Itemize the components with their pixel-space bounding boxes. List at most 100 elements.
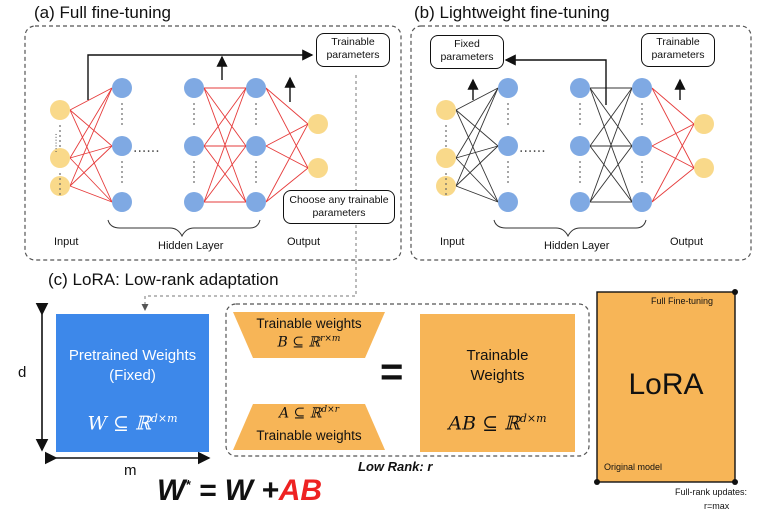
net-b-ellipsis-dot — [641, 166, 643, 168]
net-a-ellipsis-dot — [255, 171, 257, 173]
panel-a-ellipses: ······ ······· — [50, 133, 160, 160]
net-a-node — [246, 192, 266, 212]
net-b-ellipsis-dot — [579, 161, 581, 163]
net-b-ellipsis-dot — [579, 166, 581, 168]
trap-bottom-math-sup: d×r — [321, 405, 339, 415]
net-a-node — [184, 78, 204, 98]
net-a-ellipsis-dot — [59, 183, 61, 185]
lora-big-label: LoRA — [628, 368, 704, 401]
panel-b-fixed-box: Fixed parameters — [430, 35, 504, 69]
net-a-ellipsis-dot — [255, 166, 257, 168]
net-b-edge — [651, 167, 695, 203]
svg-text:······: ······ — [133, 144, 160, 160]
net-a-ellipsis-dot — [121, 176, 123, 178]
net-a-ellipsis-dot — [193, 166, 195, 168]
net-b-ellipsis-dot — [579, 181, 581, 183]
svg-text:······: ······ — [519, 144, 546, 160]
net-b-ellipsis-dot — [579, 103, 581, 105]
net-a-ellipsis-dot — [255, 123, 257, 125]
net-a-edge — [203, 87, 247, 203]
net-b-edge — [589, 87, 633, 203]
net-a-ellipsis-dot — [255, 113, 257, 115]
trap-top-math-base: B ⊆ ℝ — [277, 334, 321, 351]
net-b-ellipsis-dot — [507, 123, 509, 125]
net-b-edge — [455, 145, 499, 159]
net-b-node — [632, 136, 652, 156]
net-a-ellipsis-dot — [255, 176, 257, 178]
net-a-edge — [69, 185, 113, 203]
net-b-ellipsis-dot — [579, 108, 581, 110]
svg-text:·······: ······· — [50, 133, 60, 153]
net-b-ellipsis-dot — [641, 181, 643, 183]
net-b-node — [570, 136, 590, 156]
net-b-edge — [455, 87, 499, 159]
panel-c-title: (c) LoRA: Low-rank adaptation — [48, 270, 279, 289]
net-b-ellipsis-dot — [507, 176, 509, 178]
net-a-ellipsis-dot — [59, 173, 61, 175]
net-a-ellipsis-dot — [59, 130, 61, 132]
lora-square — [596, 291, 736, 483]
net-a-ellipsis-dot — [59, 135, 61, 137]
formula-eq: = W + — [190, 474, 279, 507]
net-a-node — [112, 78, 132, 98]
net-a-ellipsis-dot — [193, 171, 195, 173]
net-b-edge — [455, 185, 499, 203]
net-a-ellipsis-dot — [121, 103, 123, 105]
net-a-ellipsis-dot — [59, 193, 61, 195]
trap-bottom-label: Trainable weights — [256, 428, 362, 443]
net-b-ellipsis-dot — [507, 166, 509, 168]
net-b-node — [632, 192, 652, 212]
net-b-ellipsis-dot — [641, 123, 643, 125]
trainable-math-sup: d×m — [519, 412, 547, 425]
net-b-ellipsis-dot — [445, 188, 447, 190]
net-b-ellipsis-dot — [445, 193, 447, 195]
net-b-ellipsis-dot — [445, 130, 447, 132]
net-a-ellipsis-dot — [59, 188, 61, 190]
net-a-edge — [265, 87, 309, 169]
net-b-ellipsis-dot — [641, 176, 643, 178]
net-b-ellipsis-dot — [641, 103, 643, 105]
r-max-label: r=max — [704, 501, 730, 511]
net-b-ellipsis-dot — [507, 171, 509, 173]
net-b-edge — [651, 87, 695, 125]
pretrained-math-base: W ⊆ ℝ — [87, 412, 151, 435]
net-a-node — [184, 192, 204, 212]
net-b-node — [694, 158, 714, 178]
network-b-nodes — [436, 78, 714, 212]
trap-bottom-math-base: A ⊆ ℝ — [279, 405, 322, 422]
net-b-ellipsis-dot — [641, 118, 643, 120]
network-a-edges — [69, 87, 309, 203]
panel-c-middle-frame — [225, 303, 590, 457]
trainable-weights-box: Trainable Weights AB ⊆ ℝd×m — [420, 314, 575, 452]
net-a-ellipsis-dot — [255, 161, 257, 163]
trap-top-shape — [233, 312, 385, 358]
lora-formula: W* = W +AB — [157, 474, 322, 508]
net-a-ellipsis-dot — [255, 108, 257, 110]
panel-b-output-label: Output — [670, 236, 704, 248]
net-a-edge — [265, 167, 309, 203]
net-b-edge — [455, 109, 499, 203]
net-b-node — [436, 100, 456, 120]
original-model-label: Original model — [604, 462, 663, 472]
net-a-edge — [265, 145, 309, 169]
net-a-ellipsis-dot — [255, 103, 257, 105]
trap-top-math: B ⊆ ℝr×m — [233, 334, 385, 351]
net-a-edge — [203, 145, 247, 203]
net-b-ellipsis-dot — [445, 173, 447, 175]
net-b-node — [498, 192, 518, 212]
net-b-ellipsis-dot — [507, 181, 509, 183]
net-b-node — [498, 78, 518, 98]
net-a-node — [246, 78, 266, 98]
net-a-ellipsis-dot — [59, 145, 61, 147]
net-a-ellipsis-dot — [59, 178, 61, 180]
net-a-edge — [265, 87, 309, 125]
trap-top-math-sup: r×m — [320, 334, 341, 344]
net-a-node — [184, 136, 204, 156]
net-a-ellipsis-dot — [59, 125, 61, 127]
net-a-node — [246, 136, 266, 156]
net-a-node — [112, 136, 132, 156]
net-a-ellipsis-dot — [121, 171, 123, 173]
net-b-node — [570, 78, 590, 98]
net-b-ellipsis-dot — [579, 118, 581, 120]
